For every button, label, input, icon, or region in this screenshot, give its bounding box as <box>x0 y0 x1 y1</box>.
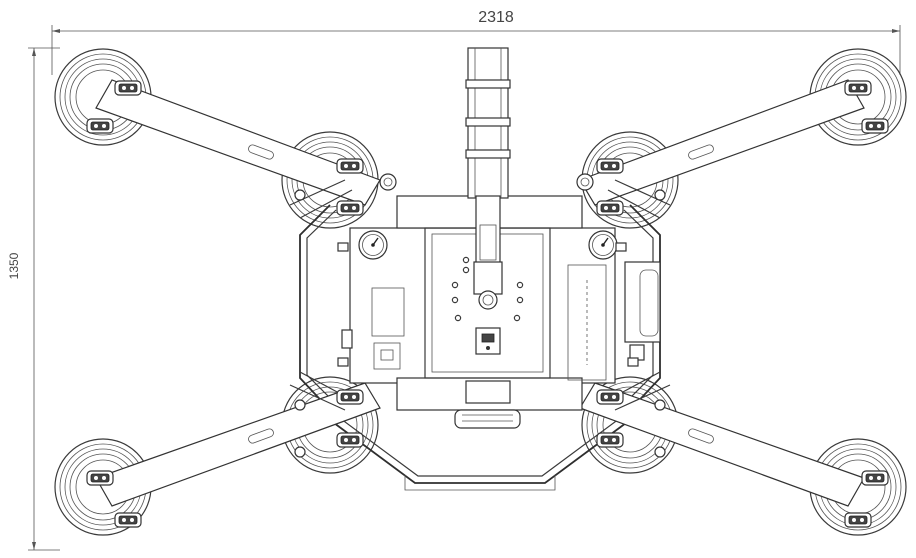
left-control-box <box>373 342 401 370</box>
height-dimension: 1350 <box>7 47 60 551</box>
frame-pins <box>294 173 666 458</box>
rotation-hub <box>478 290 498 310</box>
arm-bottom-left <box>95 382 381 507</box>
width-dimension-label: 2318 <box>478 9 514 26</box>
right-label-panel <box>567 264 607 381</box>
bottom-handle-bracket <box>454 409 521 429</box>
left-label-panel <box>371 287 405 337</box>
width-dimension: 2318 <box>51 9 901 75</box>
lifting-beam <box>465 47 511 355</box>
frame-bottom-handle <box>404 475 556 491</box>
left-vacuum-gauge <box>358 230 388 260</box>
right-vacuum-gauge <box>588 230 618 260</box>
frame-loop <box>299 204 661 484</box>
arm-top-right <box>579 79 865 206</box>
center-bolt-pattern <box>451 256 524 322</box>
height-dimension-label: 1350 <box>7 252 21 279</box>
frame-loop-inner <box>306 209 654 477</box>
arms <box>95 79 865 507</box>
right-battery-unit <box>624 261 661 343</box>
beam-lower-section <box>473 261 503 295</box>
